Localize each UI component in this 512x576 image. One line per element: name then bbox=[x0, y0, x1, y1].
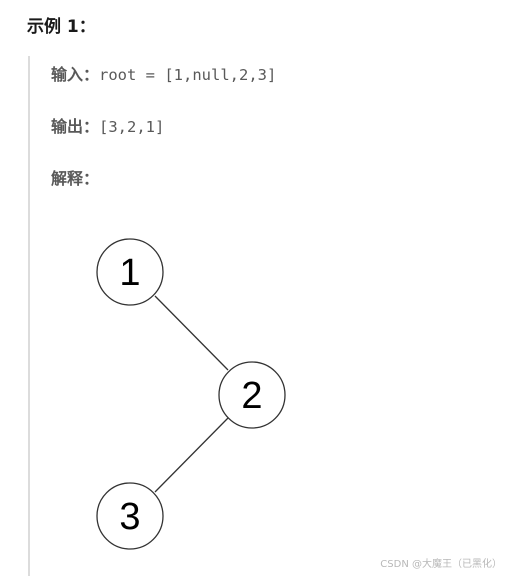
tree-node-1: 1 bbox=[96, 238, 164, 306]
input-label: 输入： bbox=[51, 65, 100, 84]
csdn-watermark: CSDN @大魔王（已黑化） bbox=[380, 559, 502, 570]
tree-edge-1-2 bbox=[154, 295, 229, 371]
tree-node-3: 3 bbox=[96, 482, 164, 550]
tree-node-3-label: 3 bbox=[119, 496, 140, 538]
tree-edge-2-3 bbox=[154, 417, 229, 493]
example-title: 示例 1： bbox=[27, 17, 96, 37]
output-line: 输出：[3,2,1] bbox=[51, 116, 164, 138]
explanation-line: 解释： bbox=[51, 168, 99, 190]
tree-node-1-label: 1 bbox=[119, 252, 140, 294]
output-label: 输出： bbox=[51, 117, 100, 136]
blockquote-border bbox=[28, 56, 30, 576]
output-value: [3,2,1] bbox=[99, 118, 165, 136]
input-value: root = [1,null,2,3] bbox=[99, 66, 277, 84]
tree-node-2-label: 2 bbox=[241, 375, 262, 417]
tree-node-2: 2 bbox=[218, 361, 286, 429]
explanation-label: 解释： bbox=[51, 169, 100, 188]
input-line: 输入：root = [1,null,2,3] bbox=[51, 64, 276, 86]
